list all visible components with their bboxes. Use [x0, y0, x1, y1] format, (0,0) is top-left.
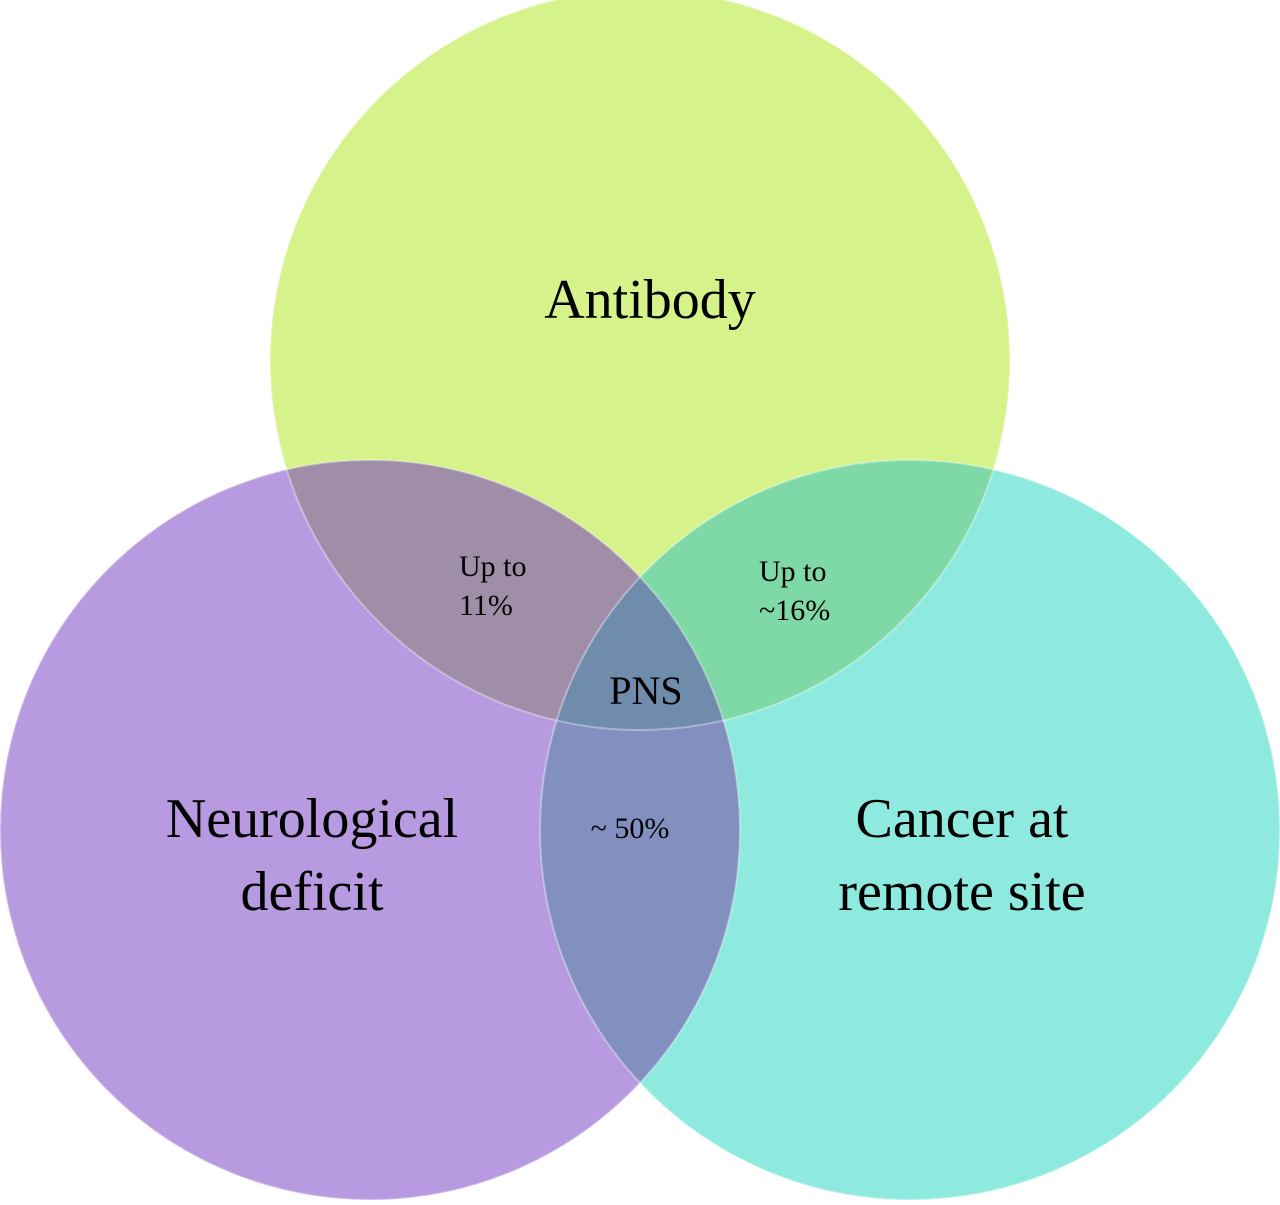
antibody-cancer-overlap-line1: Up to [759, 555, 827, 588]
antibody-neuro-overlap-line2: 11% [459, 589, 513, 622]
antibody-cancer-overlap-line2: ~16% [759, 594, 830, 627]
cancer-label-line2: remote site [838, 861, 1085, 923]
neurological-deficit-label-line2: deficit [240, 861, 383, 923]
antibody-cancer-overlap [540, 460, 1010, 730]
antibody-neuro-overlap [270, 460, 740, 730]
cancer-label-line1: Cancer at [856, 788, 1069, 850]
neuro-cancer-overlap-label: ~ 50% [591, 812, 670, 845]
neurological-deficit-label-line1: Neurological [166, 788, 458, 850]
antibody-label: Antibody [544, 269, 756, 331]
pns-center-label: PNS [609, 668, 682, 713]
antibody-neuro-overlap-line1: Up to [459, 550, 527, 583]
